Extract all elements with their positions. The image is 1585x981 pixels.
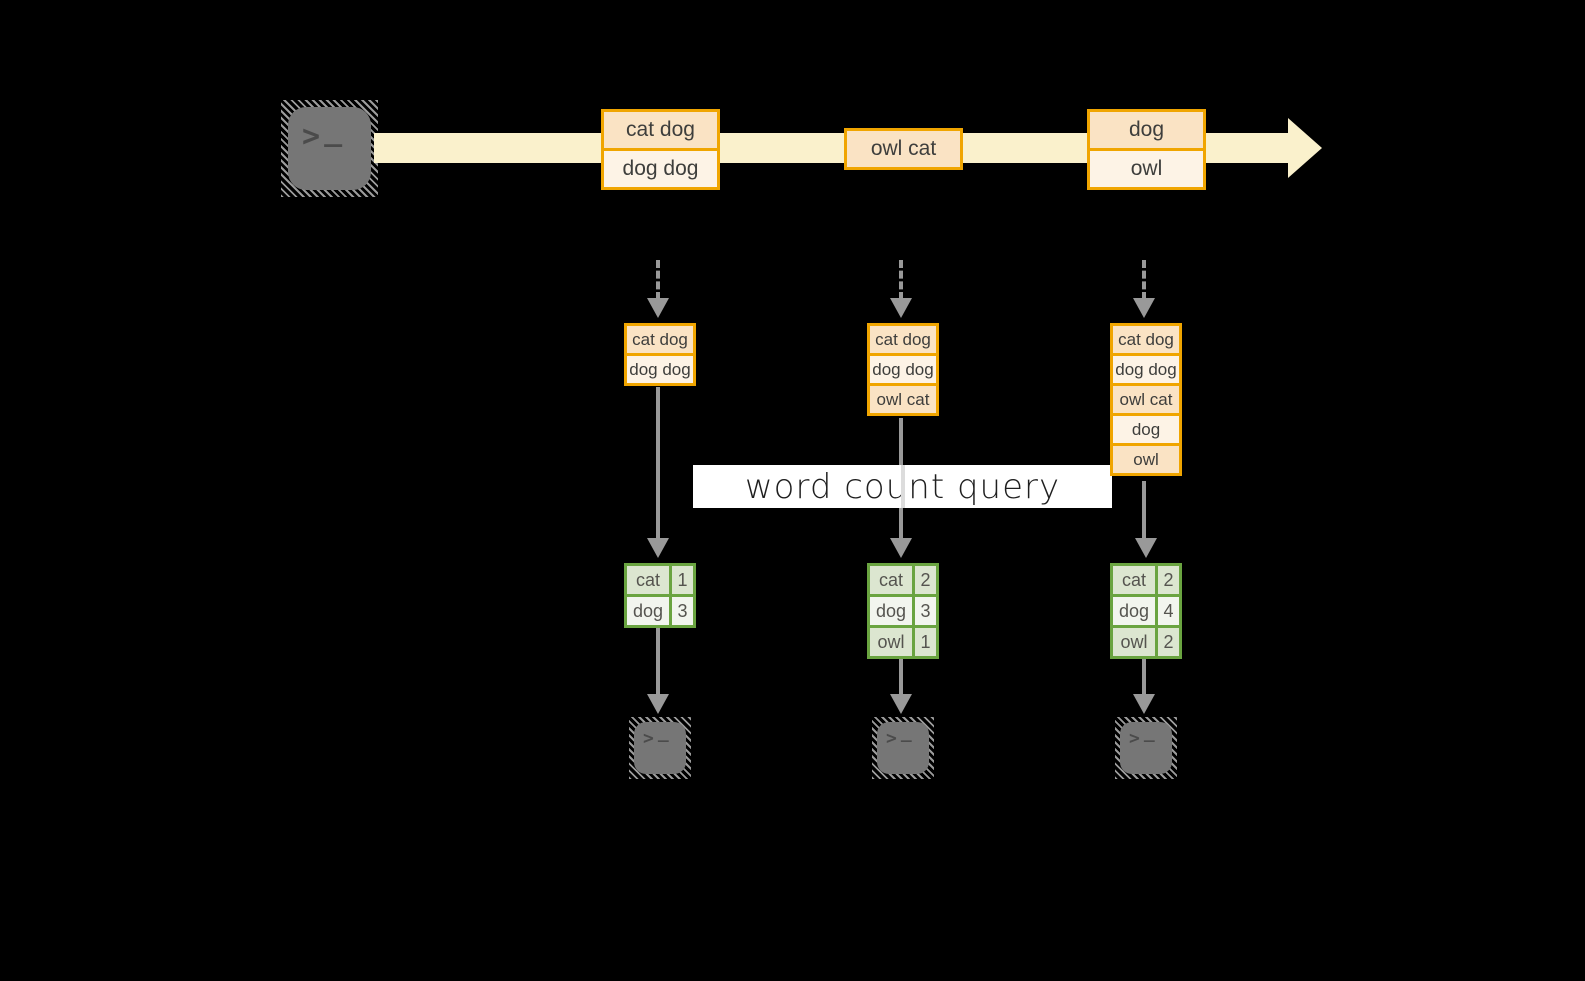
buffer-record: owl cat	[870, 383, 936, 413]
arrow-line	[1142, 659, 1146, 694]
table-cell-word: dog	[870, 597, 912, 625]
arrowhead-icon	[1133, 694, 1155, 714]
sink-terminal-icon: >_	[872, 717, 934, 779]
table-cell-count: 1	[915, 628, 936, 656]
stream-record: dog	[1090, 112, 1203, 148]
table-cell-word: cat	[1113, 566, 1155, 594]
wordcount-table-1: cat 1 dog 3	[624, 563, 696, 628]
arrowhead-icon	[890, 694, 912, 714]
table-cell-count: 2	[1158, 628, 1179, 656]
buffer-record: owl	[1113, 443, 1179, 473]
buffer-record: owl cat	[1113, 383, 1179, 413]
table-cell-word: dog	[627, 597, 669, 625]
stream-record: cat dog	[604, 112, 717, 148]
buffer-record: dog dog	[870, 353, 936, 383]
arrow-line	[656, 387, 660, 540]
arrowhead-icon	[647, 694, 669, 714]
table-cell-count: 2	[915, 566, 936, 594]
table-cell-word: owl	[1113, 628, 1155, 656]
stream-record-batch-2: owl cat	[844, 128, 963, 170]
arrow-line	[899, 659, 903, 694]
dashed-arrowhead-icon	[890, 298, 912, 318]
table-cell-count: 1	[672, 566, 693, 594]
input-buffer-2: cat dog dog dog owl cat	[867, 323, 939, 416]
dashed-arrow-line	[899, 260, 903, 300]
table-cell-word: dog	[1113, 597, 1155, 625]
arrow-line	[656, 628, 660, 694]
stream-record: dog dog	[604, 148, 717, 187]
arrowhead-icon	[1135, 538, 1157, 558]
query-label-band: word count query	[693, 465, 1112, 508]
arrowhead-icon	[890, 538, 912, 558]
stream-record: owl cat	[847, 131, 960, 167]
stream-record-batch-3: dog owl	[1087, 109, 1206, 190]
wordcount-table-3: cat 2 dog 4 owl 2	[1110, 563, 1182, 659]
table-cell-count: 4	[1158, 597, 1179, 625]
stream-record-batch-1: cat dog dog dog	[601, 109, 720, 190]
wordcount-table-2: cat 2 dog 3 owl 1	[867, 563, 939, 659]
prompt-glyph: >_	[1129, 722, 1155, 749]
table-cell-count: 3	[915, 597, 936, 625]
terminal-icon: >_	[634, 722, 686, 774]
buffer-record: dog dog	[627, 353, 693, 383]
dashed-arrowhead-icon	[647, 298, 669, 318]
terminal-icon: >_	[877, 722, 929, 774]
input-buffer-1: cat dog dog dog	[624, 323, 696, 386]
buffer-record: dog	[1113, 413, 1179, 443]
prompt-glyph: >_	[886, 722, 912, 749]
sink-terminal-icon: >_	[629, 717, 691, 779]
stream-record: owl	[1090, 148, 1203, 187]
input-buffer-3: cat dog dog dog owl cat dog owl	[1110, 323, 1182, 476]
arrow-line-overlay	[901, 465, 905, 508]
table-cell-word: owl	[870, 628, 912, 656]
buffer-record: dog dog	[1113, 353, 1179, 383]
dashed-arrowhead-icon	[1133, 298, 1155, 318]
terminal-icon: >_	[1120, 722, 1172, 774]
arrow-line	[1142, 481, 1146, 540]
table-cell-count: 3	[672, 597, 693, 625]
terminal-icon: >_	[288, 107, 371, 190]
dashed-arrow-line	[1142, 260, 1146, 300]
prompt-glyph: >_	[643, 722, 669, 749]
buffer-record: cat dog	[870, 326, 936, 353]
dashed-arrow-line	[656, 260, 660, 300]
table-cell-word: cat	[627, 566, 669, 594]
table-cell-word: cat	[870, 566, 912, 594]
arrowhead-icon	[647, 538, 669, 558]
table-cell-count: 2	[1158, 566, 1179, 594]
buffer-record: cat dog	[1113, 326, 1179, 353]
source-terminal-icon: >_	[281, 100, 378, 197]
buffer-record: cat dog	[627, 326, 693, 353]
stream-arrowhead-icon	[1288, 118, 1322, 178]
sink-terminal-icon: >_	[1115, 717, 1177, 779]
prompt-glyph: >_	[302, 113, 343, 154]
